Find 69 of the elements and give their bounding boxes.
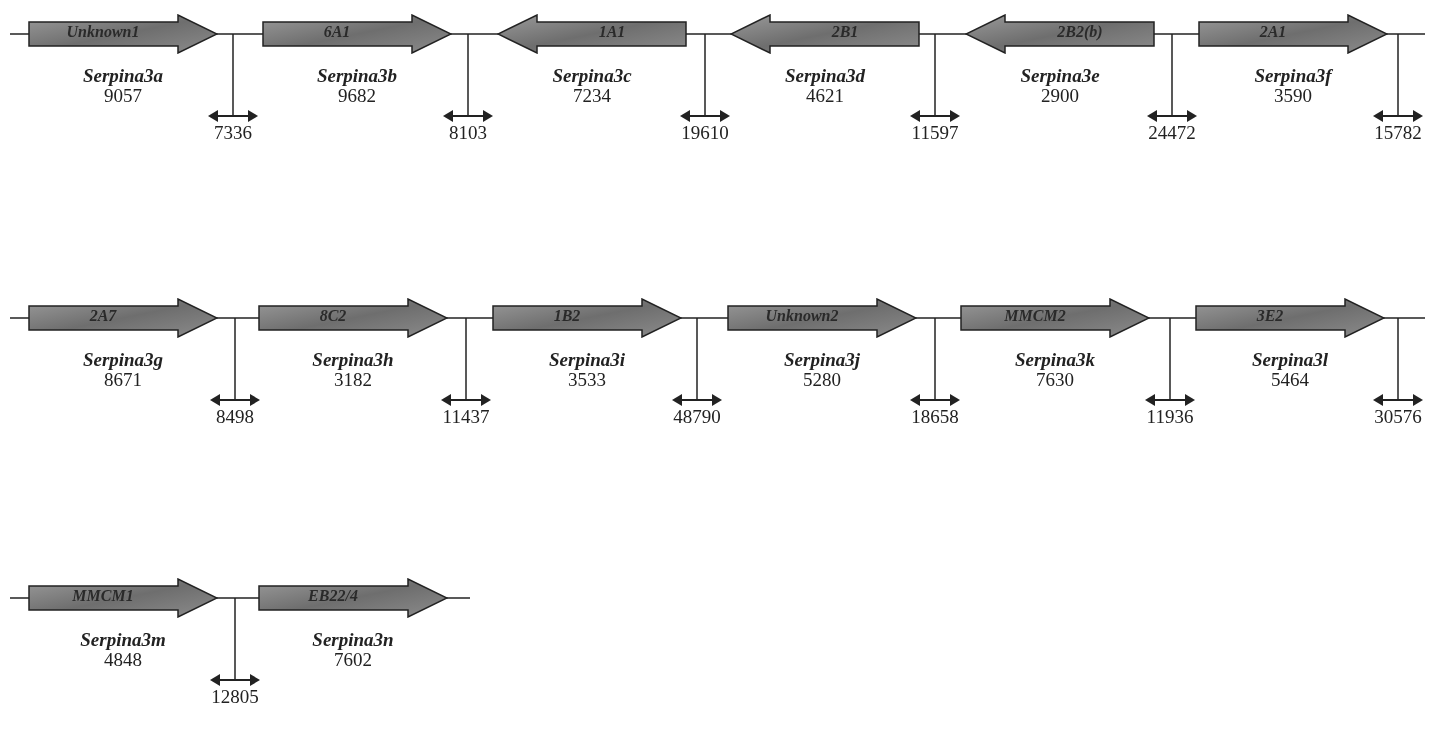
gene-label: MMCM1 — [71, 587, 135, 605]
gene-label: Unknown1 — [65, 23, 141, 41]
gene-label: 1B2 — [552, 307, 582, 325]
distance-label: 8498 — [216, 406, 254, 428]
gene-length: 7234 — [573, 86, 611, 106]
distance-label: 30576 — [1374, 406, 1422, 428]
gene-length: 3182 — [334, 370, 372, 390]
gene-name: Serpina3l — [1251, 350, 1329, 370]
gene-symbol — [497, 14, 687, 54]
gene-symbol — [262, 14, 452, 54]
gene-name: Serpina3g — [81, 350, 165, 370]
gene-name: Serpina3d — [783, 66, 867, 86]
gene-name: Serpina3c — [551, 66, 633, 86]
gene-symbol — [28, 298, 218, 338]
distance-label: 8103 — [449, 122, 487, 144]
gene-name: Serpina3j — [783, 350, 861, 370]
gene-length: 3590 — [1274, 86, 1312, 106]
gene-label: 3E2 — [1255, 307, 1285, 325]
gene-name: Serpina3k — [1013, 350, 1097, 370]
gene-symbol — [730, 14, 920, 54]
gene-label: MMCM2 — [1003, 307, 1067, 325]
gene-name: Serpina3f — [1253, 66, 1334, 86]
gene-symbol — [965, 14, 1155, 54]
gene-symbol — [1198, 14, 1388, 54]
gene-name: Serpina3n — [311, 630, 395, 650]
distance-label: 15782 — [1374, 122, 1422, 144]
distance-label: 11437 — [442, 406, 490, 428]
gene-symbol — [28, 578, 218, 618]
gene-label: EB22/4 — [307, 587, 359, 605]
distance-label: 48790 — [673, 406, 721, 428]
distance-label: 11597 — [911, 122, 959, 144]
gene-symbol — [258, 298, 448, 338]
gene-name: Serpina3h — [311, 350, 395, 370]
gene-label: 2B2(b) — [1056, 23, 1104, 41]
gene-label: 8C2 — [318, 307, 348, 325]
gene-label: 2A1 — [1258, 23, 1288, 41]
gene-symbol — [258, 578, 448, 618]
gene-name: Serpina3e — [1019, 66, 1101, 86]
gene-length: 7630 — [1036, 370, 1074, 390]
gene-symbol — [960, 298, 1150, 338]
distance-label: 18658 — [911, 406, 959, 428]
distance-label: 12805 — [211, 686, 259, 708]
gene-symbol — [727, 298, 917, 338]
distance-label: 11936 — [1146, 406, 1194, 428]
gene-length: 7602 — [334, 650, 372, 670]
gene-length: 9682 — [338, 86, 376, 106]
gene-length: 4848 — [104, 650, 142, 670]
gene-label: Unknown2 — [764, 307, 840, 325]
gene-length: 3533 — [568, 370, 606, 390]
gene-length: 9057 — [104, 86, 142, 106]
gene-symbol — [1195, 298, 1385, 338]
distance-label: 19610 — [681, 122, 729, 144]
gene-label: 2A7 — [88, 307, 118, 325]
gene-symbol — [28, 14, 218, 54]
gene-length: 4621 — [806, 86, 844, 106]
gene-name: Serpina3i — [548, 350, 626, 370]
gene-name: Serpina3a — [81, 66, 165, 86]
gene-length: 5464 — [1271, 370, 1309, 390]
gene-label: 1A1 — [597, 23, 627, 41]
gene-length: 2900 — [1041, 86, 1079, 106]
gene-label: 6A1 — [322, 23, 352, 41]
gene-length: 5280 — [803, 370, 841, 390]
distance-label: 7336 — [214, 122, 252, 144]
gene-length: 8671 — [104, 370, 142, 390]
gene-name: Serpina3b — [315, 66, 399, 86]
gene-name: Serpina3m — [79, 630, 167, 650]
gene-label: 2B1 — [830, 23, 860, 41]
gene-symbol — [492, 298, 682, 338]
distance-label: 24472 — [1148, 122, 1196, 144]
